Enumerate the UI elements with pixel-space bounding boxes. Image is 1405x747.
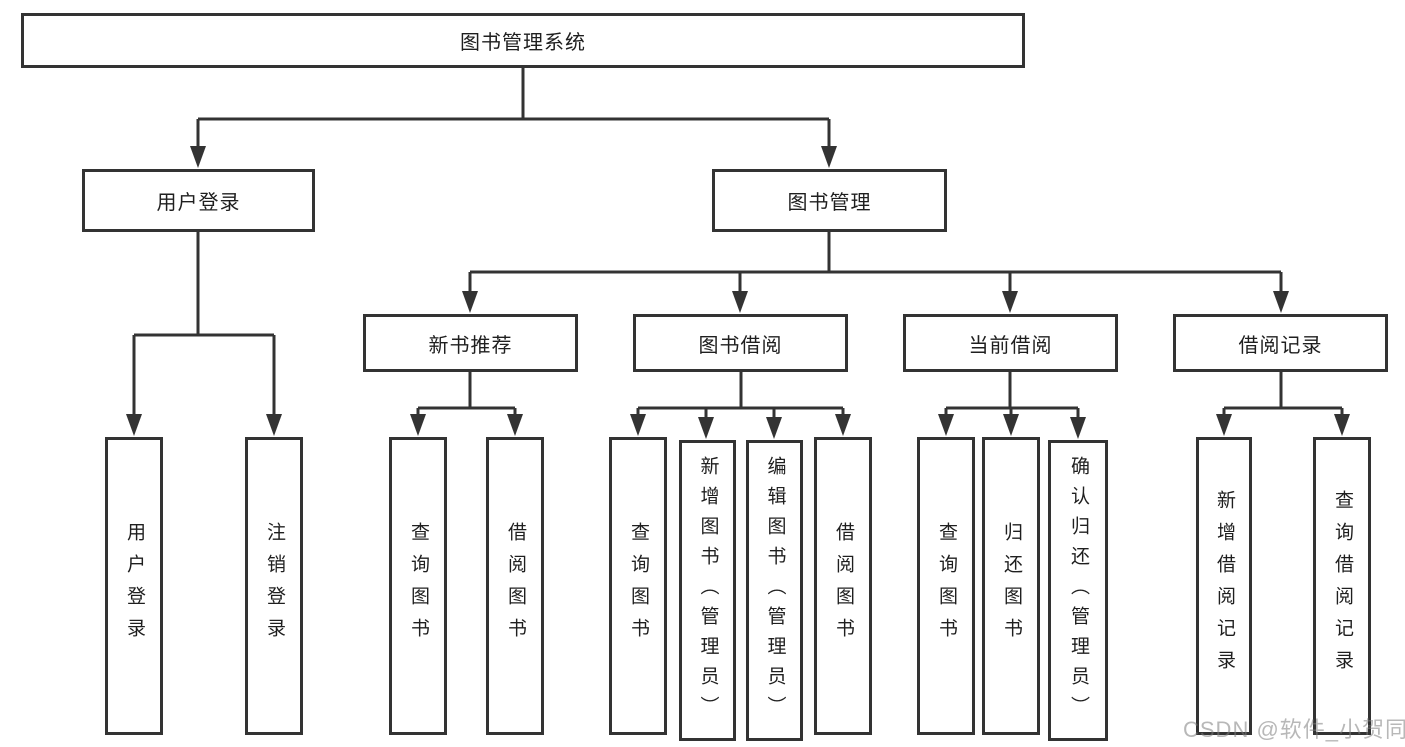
node-user-login: 用户登录 — [82, 169, 315, 232]
leaf-user-login: 用户登录 — [105, 437, 163, 735]
leaf-add-borrowing-record: 新增借阅记录 — [1196, 437, 1252, 735]
leaf-add-books-admin-label: 新增图书（管理员） — [697, 455, 719, 726]
node-new-book-recommendation-label: 新书推荐 — [428, 334, 513, 357]
leaf-query-books-current: 查询图书 — [917, 437, 975, 735]
node-user-login-label: 用户登录 — [156, 192, 241, 214]
leaf-edit-books-admin-label: 编辑图书（管理员） — [764, 455, 786, 726]
leaf-logout-label: 注销登录 — [264, 522, 285, 650]
leaf-query-books-borrowing-label: 查询图书 — [628, 522, 649, 650]
leaf-confirm-return-admin: 确认归还（管理员） — [1048, 440, 1108, 741]
leaf-borrow-books-borrowing: 借阅图书 — [814, 437, 872, 735]
leaf-edit-books-admin: 编辑图书（管理员） — [746, 440, 803, 741]
node-book-borrowing-label: 图书借阅 — [698, 334, 783, 357]
leaf-add-borrowing-record-label: 新增借阅记录 — [1214, 490, 1235, 682]
node-book-management: 图书管理 — [712, 169, 947, 232]
leaf-query-borrowing-record: 查询借阅记录 — [1313, 437, 1371, 735]
root-node-label: 图书管理系统 — [460, 32, 586, 54]
leaf-query-books-borrowing: 查询图书 — [609, 437, 667, 735]
leaf-borrow-books-recommendation-label: 借阅图书 — [505, 522, 526, 650]
leaf-query-borrowing-record-label: 查询借阅记录 — [1332, 490, 1353, 682]
node-current-borrowing-label: 当前借阅 — [968, 334, 1053, 357]
node-borrowing-records-label: 借阅记录 — [1238, 334, 1323, 357]
leaf-user-login-label: 用户登录 — [124, 522, 145, 650]
leaf-return-books-label: 归还图书 — [1001, 522, 1022, 650]
leaf-borrow-books-borrowing-label: 借阅图书 — [833, 522, 854, 650]
leaf-query-books-recommendation: 查询图书 — [389, 437, 447, 735]
leaf-query-books-recommendation-label: 查询图书 — [408, 522, 429, 650]
node-book-management-label: 图书管理 — [787, 192, 872, 214]
leaf-confirm-return-admin-label: 确认归还（管理员） — [1068, 455, 1089, 726]
node-new-book-recommendation: 新书推荐 — [363, 314, 578, 372]
node-current-borrowing: 当前借阅 — [903, 314, 1118, 372]
leaf-add-books-admin: 新增图书（管理员） — [679, 440, 736, 741]
csdn-watermark: CSDN @软件_小贺同学 — [1183, 717, 1405, 742]
node-borrowing-records: 借阅记录 — [1173, 314, 1388, 372]
leaf-logout: 注销登录 — [245, 437, 303, 735]
leaf-query-books-current-label: 查询图书 — [936, 522, 957, 650]
arrowheads — [126, 146, 1350, 439]
root-node-library-management-system: 图书管理系统 — [21, 13, 1025, 68]
node-book-borrowing: 图书借阅 — [633, 314, 848, 372]
leaf-borrow-books-recommendation: 借阅图书 — [486, 437, 544, 735]
leaf-return-books: 归还图书 — [982, 437, 1040, 735]
